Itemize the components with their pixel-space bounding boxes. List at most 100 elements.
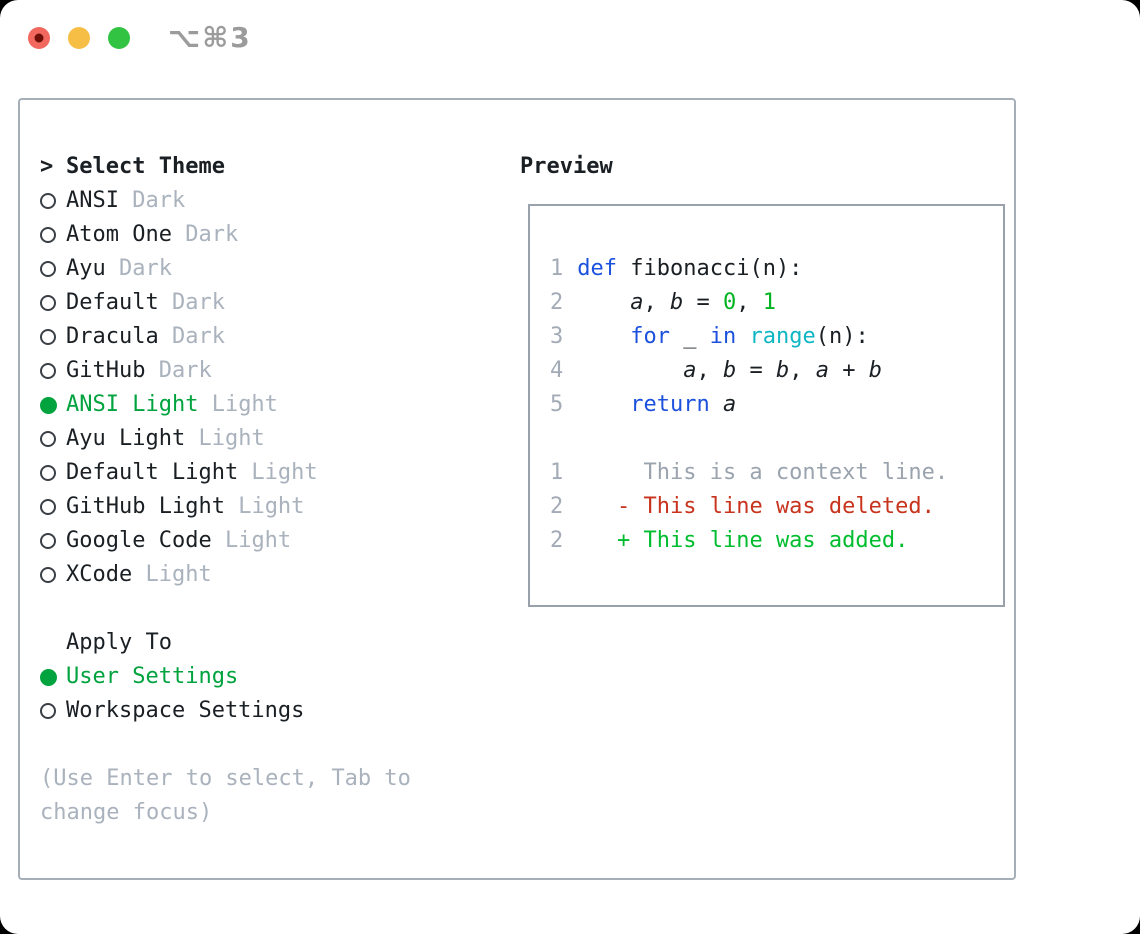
line-number: 5 <box>550 392 564 417</box>
radio-column <box>40 329 66 345</box>
radio-icon <box>40 703 56 719</box>
option-label: GitHub <box>66 358 146 383</box>
radio-column <box>40 703 66 719</box>
zoom-button-icon[interactable] <box>108 27 130 49</box>
radio-column <box>40 261 66 277</box>
radio-column <box>40 431 66 447</box>
preview-diff-line: 1 This is a context line. <box>550 456 1003 490</box>
apply-to-option[interactable]: User Settings <box>40 660 480 694</box>
line-content: This is a context line. <box>577 460 949 485</box>
theme-option[interactable]: Ayu Light Light <box>40 422 480 456</box>
radio-icon <box>40 567 56 583</box>
radio-icon <box>40 499 56 515</box>
cursor-icon: > <box>40 154 54 179</box>
line-content: for _ in range(n): <box>630 324 869 349</box>
variant-badge: Dark <box>118 188 186 213</box>
preview-code-line: 3 for _ in range(n): <box>550 320 1003 354</box>
variant-badge: Light <box>211 528 292 553</box>
preview-diff-block: 1 This is a context line. 2 - This line w… <box>550 456 1003 558</box>
title-bar: ⌥⌘3 <box>0 0 1140 76</box>
variant-badge: Light <box>185 426 265 451</box>
line-content: a, b = b, a + b <box>683 358 882 383</box>
minimize-button-icon[interactable] <box>68 27 90 49</box>
radio-icon <box>40 533 56 549</box>
option-label: Google Code <box>66 528 212 553</box>
line-content: - This line was deleted. <box>617 494 935 519</box>
option-label: User Settings <box>66 664 239 689</box>
line-content: return a <box>630 392 737 417</box>
apply-to-option[interactable]: Workspace Settings <box>40 694 480 728</box>
variant-badge: Light <box>238 460 318 485</box>
radio-icon <box>40 363 56 379</box>
variant-badge: Light <box>224 494 305 519</box>
theme-option[interactable]: Dracula Dark <box>40 320 480 354</box>
option-label: Ayu Light <box>66 426 186 451</box>
radio-selected-icon <box>40 396 57 414</box>
radio-column <box>40 668 66 686</box>
theme-option[interactable]: GitHub Light Light <box>40 490 480 524</box>
radio-column <box>40 227 66 243</box>
radio-column <box>40 396 66 414</box>
preview-code-line: 5 return a <box>550 388 1003 422</box>
variant-badge: Dark <box>105 256 172 281</box>
preview-diff-line: 2 + This line was added. <box>550 524 1003 558</box>
radio-icon <box>40 465 56 481</box>
variant-badge: Dark <box>158 290 225 315</box>
theme-option[interactable]: Default Light Light <box>40 456 480 490</box>
option-label: XCode <box>66 562 133 587</box>
theme-option[interactable]: GitHub Dark <box>40 354 480 388</box>
theme-option[interactable]: Default Dark <box>40 286 480 320</box>
radio-column <box>40 295 66 311</box>
preview-code-line: 1 def fibonacci(n): <box>550 252 1003 286</box>
keyboard-hint: (Use Enter to select, Tab to change focu… <box>40 766 411 825</box>
theme-option[interactable]: Ayu Dark <box>40 252 480 286</box>
theme-option[interactable]: XCode Light <box>40 558 480 592</box>
theme-option[interactable]: Atom One Dark <box>40 218 480 252</box>
theme-option[interactable]: ANSI Light Light <box>40 388 480 422</box>
option-label: ANSI <box>66 188 119 213</box>
theme-option[interactable]: Google Code Light <box>40 524 480 558</box>
line-content: def fibonacci(n): <box>577 256 803 281</box>
radio-icon <box>40 295 56 311</box>
traffic-lights <box>28 27 130 49</box>
radio-icon <box>40 329 56 345</box>
option-label: Ayu <box>66 256 106 281</box>
option-label: Atom One <box>66 222 172 247</box>
option-label: GitHub Light <box>66 494 225 519</box>
radio-column <box>40 533 66 549</box>
variant-badge: Dark <box>145 358 212 383</box>
theme-option[interactable]: ANSI Dark <box>40 184 480 218</box>
line-content: a, b = 0, 1 <box>630 290 776 315</box>
select-theme-header: > Select Theme <box>40 150 480 184</box>
variant-badge: Dark <box>171 222 239 247</box>
option-label: Default <box>66 290 159 315</box>
radio-selected-icon <box>40 668 57 686</box>
option-label: Default Light <box>66 460 239 485</box>
radio-icon <box>40 227 56 243</box>
line-number: 4 <box>550 358 564 383</box>
select-theme-title: Select Theme <box>66 154 225 179</box>
line-number: 3 <box>550 324 564 349</box>
line-number: 2 <box>550 528 564 553</box>
preview-code-line: 2 a, b = 0, 1 <box>550 286 1003 320</box>
preview-title: Preview <box>520 154 613 179</box>
radio-icon <box>40 431 56 447</box>
option-label: Workspace Settings <box>66 698 305 723</box>
radio-column <box>40 363 66 379</box>
line-number: 2 <box>550 494 564 519</box>
preview-column: Preview 1 def fibonacci(n):2 a, b = 0, 1… <box>502 150 1005 607</box>
apply-to-header: Apply To <box>40 626 480 660</box>
close-button-icon[interactable] <box>28 27 50 49</box>
option-label: Dracula <box>66 324 159 349</box>
variant-badge: Dark <box>158 324 225 349</box>
apply-to-title: Apply To <box>66 630 172 655</box>
radio-icon <box>40 261 56 277</box>
